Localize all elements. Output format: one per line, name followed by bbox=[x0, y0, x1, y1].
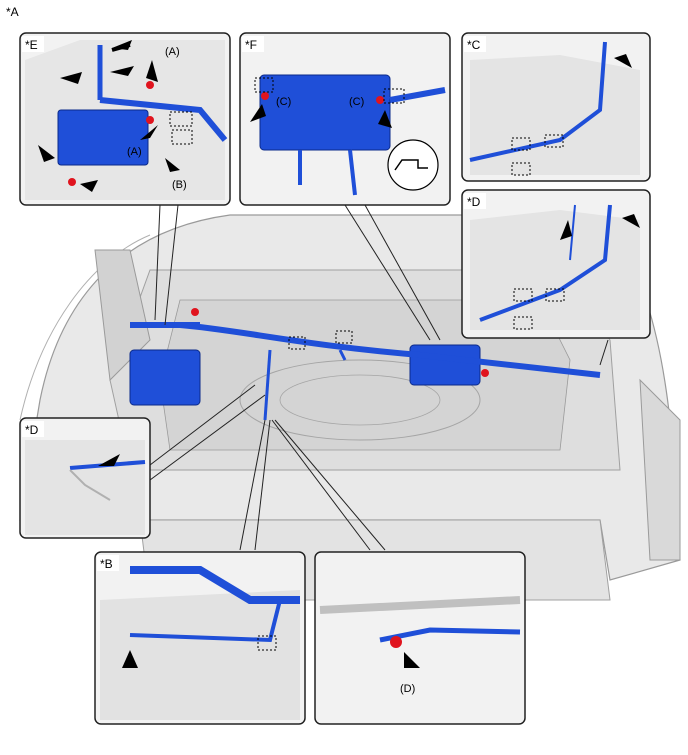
callout-c-left: (C) bbox=[276, 96, 291, 108]
callout-a-top: (A) bbox=[165, 46, 180, 58]
arrow-icon bbox=[38, 40, 180, 192]
panel-e-label: *E bbox=[25, 38, 38, 52]
panel-d-left-label: *D bbox=[25, 423, 39, 437]
panel-f-label: *F bbox=[245, 38, 257, 52]
arrow-icon bbox=[404, 652, 420, 668]
panel-c: *C bbox=[461, 32, 651, 182]
panel-d-right-label: *D bbox=[467, 195, 481, 209]
callout-b: (B) bbox=[172, 179, 187, 191]
panel-d-left: *D bbox=[19, 417, 151, 539]
callout-d: (D) bbox=[400, 683, 415, 695]
arrow-icon bbox=[250, 104, 392, 128]
leader-lines bbox=[149, 204, 609, 551]
arrow-icon bbox=[614, 54, 632, 68]
panel-c-label: *C bbox=[467, 38, 481, 52]
panel-b-label: *B bbox=[100, 557, 113, 571]
arrow-icon bbox=[560, 214, 640, 240]
main-wire-harness bbox=[129, 308, 601, 421]
connector-e-bottom bbox=[68, 178, 76, 186]
panel-b: *B bbox=[94, 551, 306, 725]
panel-detail-d: (D) bbox=[314, 551, 526, 725]
arrow-icon bbox=[122, 650, 138, 668]
figure-main-label: *A bbox=[6, 5, 19, 19]
callout-c-right: (C) bbox=[349, 96, 364, 108]
connector-a-mid bbox=[146, 116, 154, 124]
panel-f: *F (C) (C) bbox=[239, 32, 451, 206]
arrow-icon bbox=[98, 454, 120, 466]
panel-e: *E (A) (A) (B) bbox=[19, 32, 231, 206]
connector-a-top bbox=[146, 81, 154, 89]
callout-a-bottom: (A) bbox=[127, 146, 142, 158]
panel-d-right: *D bbox=[461, 189, 651, 339]
connector-d bbox=[390, 636, 402, 648]
